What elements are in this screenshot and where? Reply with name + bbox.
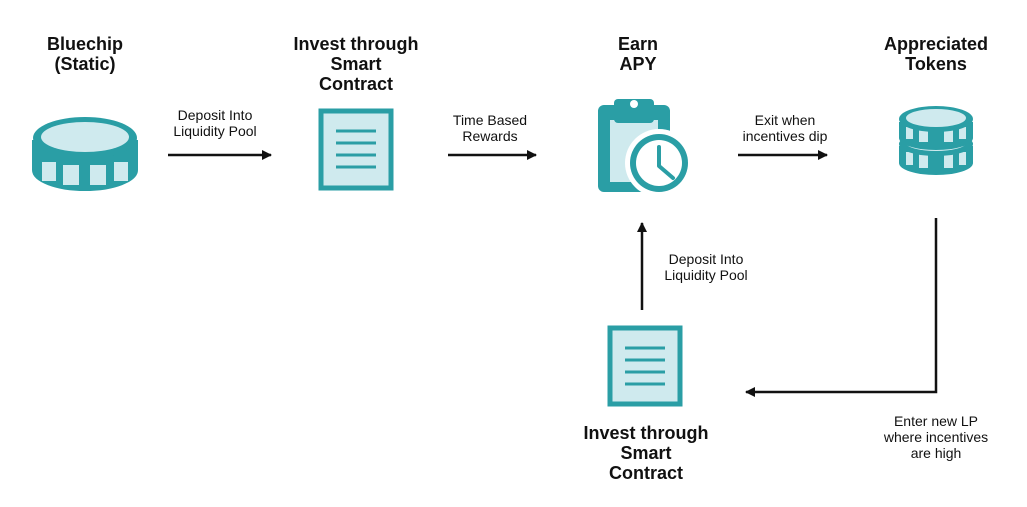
arrow-enter-new	[745, 218, 938, 397]
appreciated-title: Appreciated Tokens	[883, 34, 989, 74]
coin-stack-icon	[899, 106, 973, 175]
deposit-up-label: Deposit Into Liquidity Pool	[664, 251, 748, 283]
bluechip-title: Bluechip (Static)	[46, 34, 123, 74]
document-icon-bottom	[607, 325, 683, 407]
exit-label: Exit when incentives dip	[742, 112, 828, 144]
earn-title: Earn APY	[617, 34, 659, 74]
document-icon-top	[318, 108, 394, 191]
invest-bottom-title: Invest through Smart Contract	[583, 423, 709, 483]
coin-icon	[32, 117, 138, 191]
deposit-top-label: Deposit Into Liquidity Pool	[173, 107, 257, 139]
invest-top-title: Invest through Smart Contract	[293, 34, 419, 94]
enter-new-label: Enter new LP where incentives are high	[883, 413, 989, 461]
clipboard-clock-icon	[598, 99, 693, 197]
time-rewards-label: Time Based Rewards	[452, 112, 528, 144]
